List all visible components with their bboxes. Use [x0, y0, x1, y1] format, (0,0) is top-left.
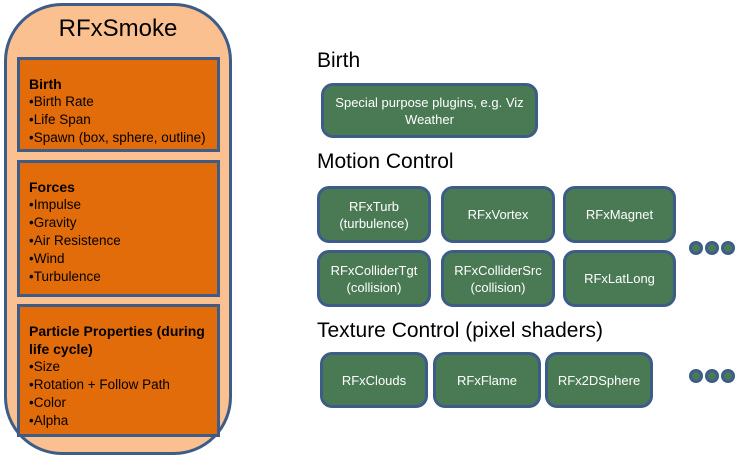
plugin-box-special-purpose: Special purpose plugins, e.g. Viz Weathe…	[321, 83, 538, 138]
bullet-item: Spawn (box, sphere, outline)	[29, 129, 211, 147]
plugin-box-rfxturb: RFxTurb (turbulence)	[317, 186, 431, 243]
plugin-box-rfxcollidertgt: RFxColliderTgt (collision)	[317, 250, 431, 307]
plugin-box-rfx2dsphere: RFx2DSphere	[545, 352, 653, 408]
plugin-box-rfxvortex: RFxVortex	[441, 186, 555, 243]
plugin-box-rfxcollidersrc: RFxColliderSrc (collision)	[441, 250, 555, 307]
panel-title: RFxSmoke	[58, 15, 178, 42]
bullet-item: Size	[29, 358, 211, 376]
bullet-item: Birth Rate	[29, 93, 211, 111]
bullet-item: Wind	[29, 250, 211, 268]
section-heading-birth: Birth	[317, 49, 361, 72]
ellipsis-dot	[689, 369, 703, 383]
rfxsmoke-panel: RFxSmoke Birth Birth Rate Life Span Spaw…	[4, 3, 232, 455]
ellipsis-dot	[705, 241, 719, 255]
particle-properties-box: Particle Properties (during life cycle) …	[17, 304, 220, 437]
forces-properties-box: Forces Impulse Gravity Air Resistence Wi…	[17, 160, 220, 297]
ellipsis-dot	[705, 369, 719, 383]
ellipsis-dots-texture	[689, 369, 735, 383]
plugin-box-rfxmagnet: RFxMagnet	[563, 186, 676, 243]
box-heading: Forces	[29, 179, 75, 195]
ellipsis-dot	[721, 369, 735, 383]
ellipsis-dot	[689, 241, 703, 255]
box-heading: Birth	[29, 76, 62, 92]
plugin-box-rfxlatlong: RFxLatLong	[563, 250, 676, 307]
bullet-item: Color	[29, 394, 211, 412]
plugin-box-rfxclouds: RFxClouds	[320, 352, 428, 408]
ellipsis-dots-motion	[689, 241, 735, 255]
section-heading-texture-control: Texture Control (pixel shaders)	[317, 319, 603, 342]
bullet-item: Rotation + Follow Path	[29, 376, 211, 394]
bullet-item: Impulse	[29, 196, 211, 214]
birth-properties-box: Birth Birth Rate Life Span Spawn (box, s…	[17, 57, 220, 152]
bullet-item: Gravity	[29, 214, 211, 232]
bullet-item: Life Span	[29, 111, 211, 129]
bullet-item: Air Resistence	[29, 232, 211, 250]
box-heading: Particle Properties (during life cycle)	[29, 323, 205, 357]
bullet-item: Turbulence	[29, 268, 211, 286]
bullet-item: Alpha	[29, 412, 211, 430]
ellipsis-dot	[721, 241, 735, 255]
plugin-box-rfxflame: RFxFlame	[433, 352, 541, 408]
section-heading-motion-control: Motion Control	[317, 150, 454, 173]
